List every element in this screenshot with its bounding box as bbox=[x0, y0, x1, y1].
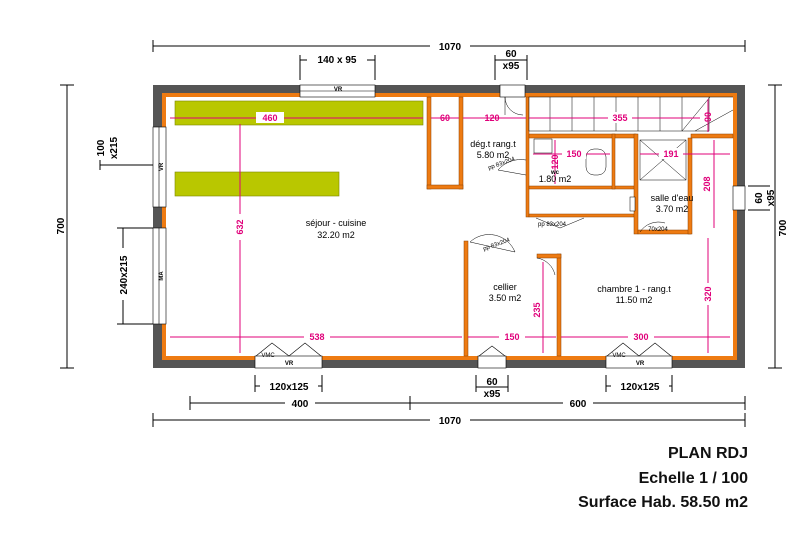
dim-left-bay: 240x215 bbox=[119, 255, 130, 294]
dim-235: 235 bbox=[532, 302, 542, 317]
label-vmc-2: VMC bbox=[612, 353, 626, 359]
room-wc-name: wc bbox=[550, 170, 560, 176]
dimension-top-door: 60 x95 bbox=[494, 49, 528, 80]
dim-191: 191 bbox=[663, 149, 678, 159]
dim-bottom-win2: 120x125 bbox=[621, 382, 660, 393]
dim-left-window-h: x215 bbox=[109, 136, 120, 159]
label-vr-top: VR bbox=[334, 87, 343, 93]
dim-bottom-600: 600 bbox=[570, 399, 587, 410]
dim-538: 538 bbox=[309, 332, 324, 342]
dim-bottom-1070: 1070 bbox=[439, 416, 462, 427]
room-sejour-name: séjour - cuisine bbox=[306, 218, 367, 228]
dim-top-door-h: x95 bbox=[503, 61, 520, 72]
room-sdb-name: salle d'eau bbox=[651, 193, 694, 203]
dim-355: 355 bbox=[612, 113, 627, 123]
interior-partitions bbox=[426, 96, 734, 357]
dim-bottom-win1: 120x125 bbox=[270, 382, 309, 393]
dim-60: 60 bbox=[440, 113, 450, 123]
room-labels: séjour - cuisine 32.20 m2 dég.t rang.t 5… bbox=[306, 139, 694, 305]
dim-bottom-door-w: 60 bbox=[486, 377, 498, 388]
dim-right-700: 700 bbox=[778, 219, 789, 236]
dim-90: 90 bbox=[703, 112, 713, 122]
plan-surface: Surface Hab. 58.50 m2 bbox=[578, 494, 748, 511]
label-ma: MA bbox=[159, 271, 165, 281]
dim-left-700: 700 bbox=[56, 217, 67, 234]
room-chambre-name: chambre 1 - rang.t bbox=[597, 284, 671, 294]
dimension-top-window: 140 x 95 bbox=[299, 53, 376, 80]
dim-bottom-400: 400 bbox=[292, 399, 309, 410]
dim-120-wc: 120 bbox=[550, 154, 560, 169]
room-cellier-area: 3.50 m2 bbox=[489, 293, 522, 303]
label-pp-sdb: 70x204 bbox=[648, 227, 668, 233]
dim-bottom-door-h: x95 bbox=[484, 389, 501, 400]
title-block: PLAN RDJ Echelle 1 / 100 Surface Hab. 58… bbox=[578, 445, 748, 511]
dim-320: 320 bbox=[703, 286, 713, 301]
dim-right-win-w: 60 bbox=[754, 192, 765, 204]
dimension-top-total: 1070 bbox=[152, 40, 746, 53]
dimension-right: 700 60 x95 bbox=[748, 84, 789, 369]
openings bbox=[152, 84, 746, 369]
dim-top-window: 140 x 95 bbox=[318, 55, 357, 66]
dimension-bottom: 400 600 1070 120x125 120x125 60 x95 bbox=[152, 375, 746, 427]
dim-150-cellier: 150 bbox=[504, 332, 519, 342]
dim-460: 460 bbox=[262, 113, 277, 123]
door-swings bbox=[469, 96, 666, 276]
dim-208: 208 bbox=[702, 176, 712, 191]
dim-right-win-h: x95 bbox=[766, 189, 777, 206]
dim-120: 120 bbox=[484, 113, 499, 123]
dimension-left: 700 240x215 100 x215 bbox=[56, 84, 153, 369]
room-sejour-area: 32.20 m2 bbox=[317, 230, 355, 240]
interior-dimensions: 460 60 120 355 90 150 191 120 208 632 53… bbox=[170, 99, 730, 353]
dim-150-wc: 150 bbox=[566, 149, 581, 159]
dim-300: 300 bbox=[633, 332, 648, 342]
kitchen-counters bbox=[174, 100, 424, 197]
room-degt-area: 5.80 m2 bbox=[477, 150, 510, 160]
exterior-walls bbox=[153, 85, 745, 368]
room-cellier-name: cellier bbox=[493, 282, 517, 292]
dim-top-1070: 1070 bbox=[439, 42, 462, 53]
dim-632: 632 bbox=[235, 219, 245, 234]
dim-top-door-w: 60 bbox=[505, 49, 517, 60]
bathroom-fixtures bbox=[533, 138, 687, 212]
room-degt-name: dég.t rang.t bbox=[470, 139, 516, 149]
room-sdb-area: 3.70 m2 bbox=[656, 204, 689, 214]
label-vmc-1: VMC bbox=[261, 353, 275, 359]
label-vr-bottom-1: VR bbox=[285, 361, 294, 367]
label-vr-bottom-2: VR bbox=[636, 361, 645, 367]
label-pp-cellier: pp 83x204 bbox=[538, 222, 567, 228]
label-vr-left: VR bbox=[159, 162, 165, 171]
room-chambre-area: 11.50 m2 bbox=[616, 295, 653, 305]
dim-left-window-w: 100 bbox=[96, 139, 107, 156]
plan-scale: Echelle 1 / 100 bbox=[639, 470, 749, 487]
plan-title: PLAN RDJ bbox=[668, 445, 748, 462]
room-wc-area: 1.80 m2 bbox=[539, 174, 572, 184]
